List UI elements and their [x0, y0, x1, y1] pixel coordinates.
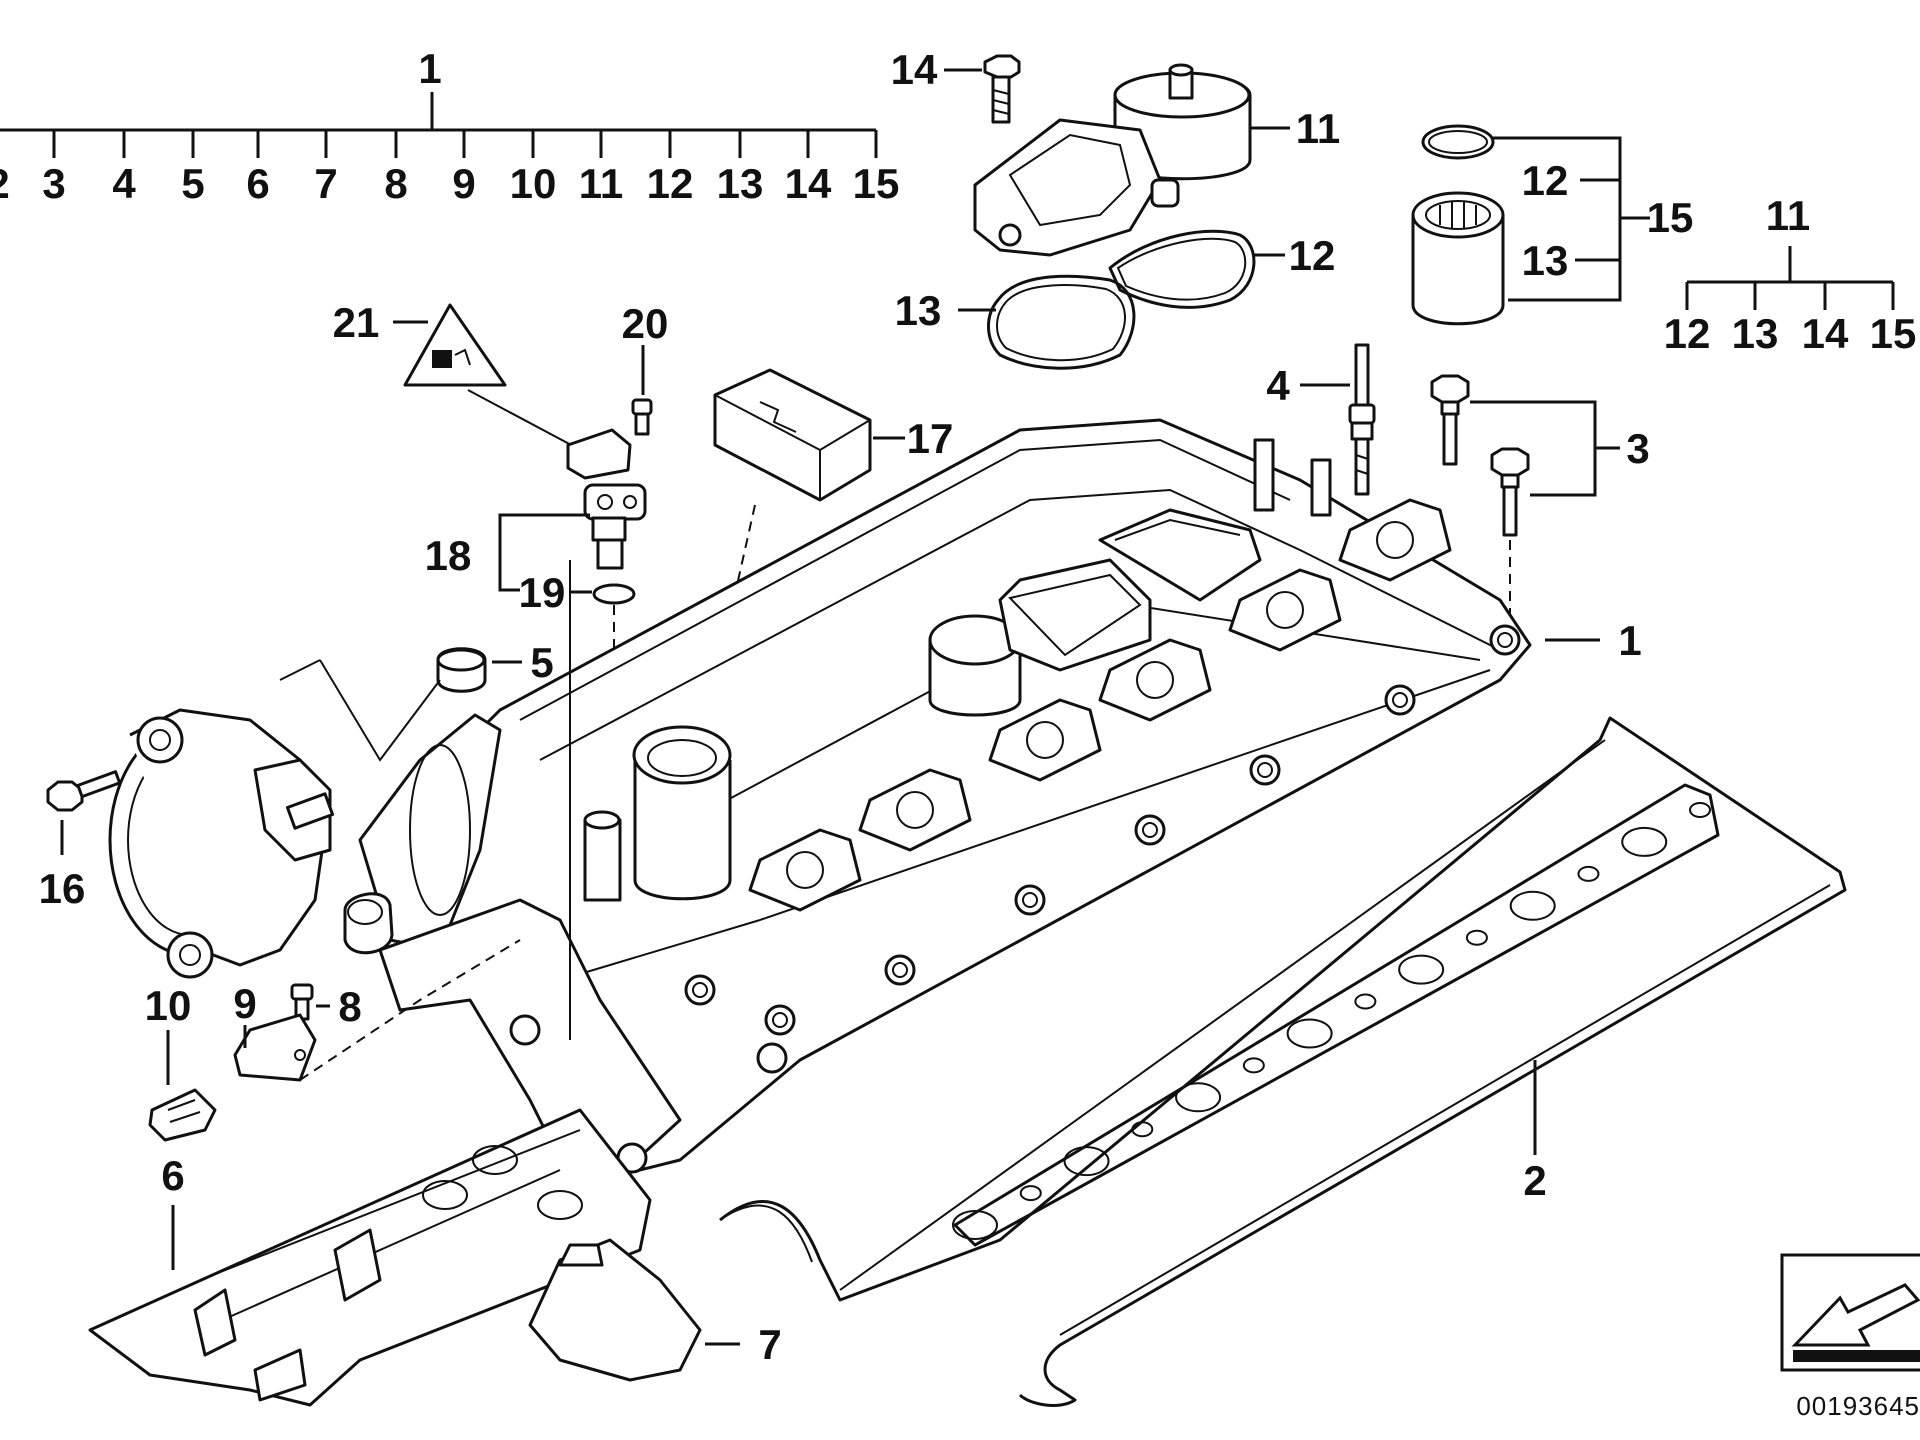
- kit-tree-1-child: 9: [452, 160, 475, 207]
- kit-tree-1-child: 15: [853, 160, 900, 207]
- kit-tree-1-child: 7: [314, 160, 337, 207]
- bolt-part-14: [983, 54, 1021, 124]
- bolt-part-16: [46, 770, 122, 812]
- kit-tree-11-child: 15: [1870, 310, 1917, 357]
- reference-number: 00193645: [1796, 1391, 1920, 1421]
- throttle-housing-part-16: [108, 708, 335, 979]
- cylinder-head-cover-part-1: [343, 418, 1532, 1177]
- callout-17: 17: [907, 415, 954, 462]
- cover-part-7: [528, 1238, 702, 1382]
- callout-18: 18: [425, 532, 472, 579]
- callout-2: 2: [1523, 1157, 1546, 1204]
- callout-15-bracket: 15: [1647, 194, 1694, 241]
- callout-8: 8: [338, 983, 361, 1030]
- kit-tree-1-child: 13: [717, 160, 764, 207]
- callout-20: 20: [622, 300, 669, 347]
- sensor-screw-part-20: [631, 398, 653, 436]
- gasket-part-12: [1108, 229, 1256, 309]
- stud-bolt-part-4: [1348, 343, 1376, 496]
- kit-tree-1-child: 10: [510, 160, 557, 207]
- orientation-arrow-icon: [1780, 1253, 1920, 1372]
- kit-tree-11-child: 13: [1732, 310, 1779, 357]
- kit-bracket-15: [1493, 136, 1650, 302]
- callout-14-top: 14: [891, 46, 938, 93]
- kit-tree-1-children: 2 3 4 5 6 7 8 9 10 11 12 13 14 15: [0, 160, 899, 207]
- callout-13-gasket: 13: [895, 287, 942, 334]
- kit-tree-1-child: 11: [579, 160, 623, 207]
- kit-tree-1-child: 5: [181, 160, 204, 207]
- kit-tree-11-child: 14: [1802, 310, 1849, 357]
- plug-part-5: [436, 647, 487, 693]
- callout-21: 21: [333, 299, 380, 346]
- kit-tree-11-root-label: 11: [1766, 192, 1810, 239]
- kit-tree-1-child: 8: [384, 160, 407, 207]
- callout-11-top: 11: [1296, 105, 1340, 152]
- callout-6: 6: [161, 1152, 184, 1199]
- kit-tree-11: 11 12 13 14 15: [1664, 192, 1917, 357]
- callout-12-ring: 12: [1522, 157, 1569, 204]
- kit-tree-1-child: 6: [246, 160, 269, 207]
- pressure-regulator-valve-part-11: [973, 63, 1252, 257]
- callout-4: 4: [1266, 362, 1290, 409]
- kit-tree-1-root-label: 1: [418, 45, 441, 92]
- kit-tree-1-child: 4: [112, 160, 136, 207]
- callout-1-cover: 1: [1618, 617, 1641, 664]
- gasket-set-part-2: [719, 716, 1847, 1407]
- callout-5: 5: [530, 639, 553, 686]
- o-ring-part-19: [592, 583, 636, 605]
- sleeve-part-13: [1411, 191, 1505, 326]
- clip-part-10: [148, 1088, 217, 1142]
- callout-7: 7: [758, 1321, 781, 1368]
- warning-label-part-21: [403, 303, 507, 387]
- screw-part-8: [290, 983, 314, 1021]
- kit-tree-1-child: 12: [647, 160, 694, 207]
- kit-tree-1-child: 3: [42, 160, 65, 207]
- camshaft-sensor-part-18: [566, 428, 647, 570]
- kit-tree-1-child: 14: [785, 160, 832, 207]
- callout-3: 3: [1626, 425, 1649, 472]
- callout-9: 9: [233, 980, 256, 1027]
- kit-tree-11-child: 12: [1664, 310, 1711, 357]
- bracket-part-9: [233, 1013, 317, 1082]
- callout-12-gasket: 12: [1289, 232, 1336, 279]
- gasket-part-13: [987, 274, 1136, 370]
- kit-tree-1-child: 2: [0, 160, 10, 207]
- callout-16: 16: [39, 865, 86, 912]
- callout-13-sleeve: 13: [1522, 237, 1569, 284]
- oil-filler-cap-part-17: [713, 368, 872, 502]
- bolts-part-3: [1430, 374, 1530, 537]
- callout-10: 10: [145, 982, 192, 1029]
- kit-tree-1: 1 2 3 4 5 6 7 8 9 10 11 12 13 14 15: [0, 45, 899, 207]
- callout-19: 19: [519, 569, 566, 616]
- o-ring-part-12: [1421, 124, 1495, 160]
- sound-insulation-part-6: [88, 1108, 652, 1407]
